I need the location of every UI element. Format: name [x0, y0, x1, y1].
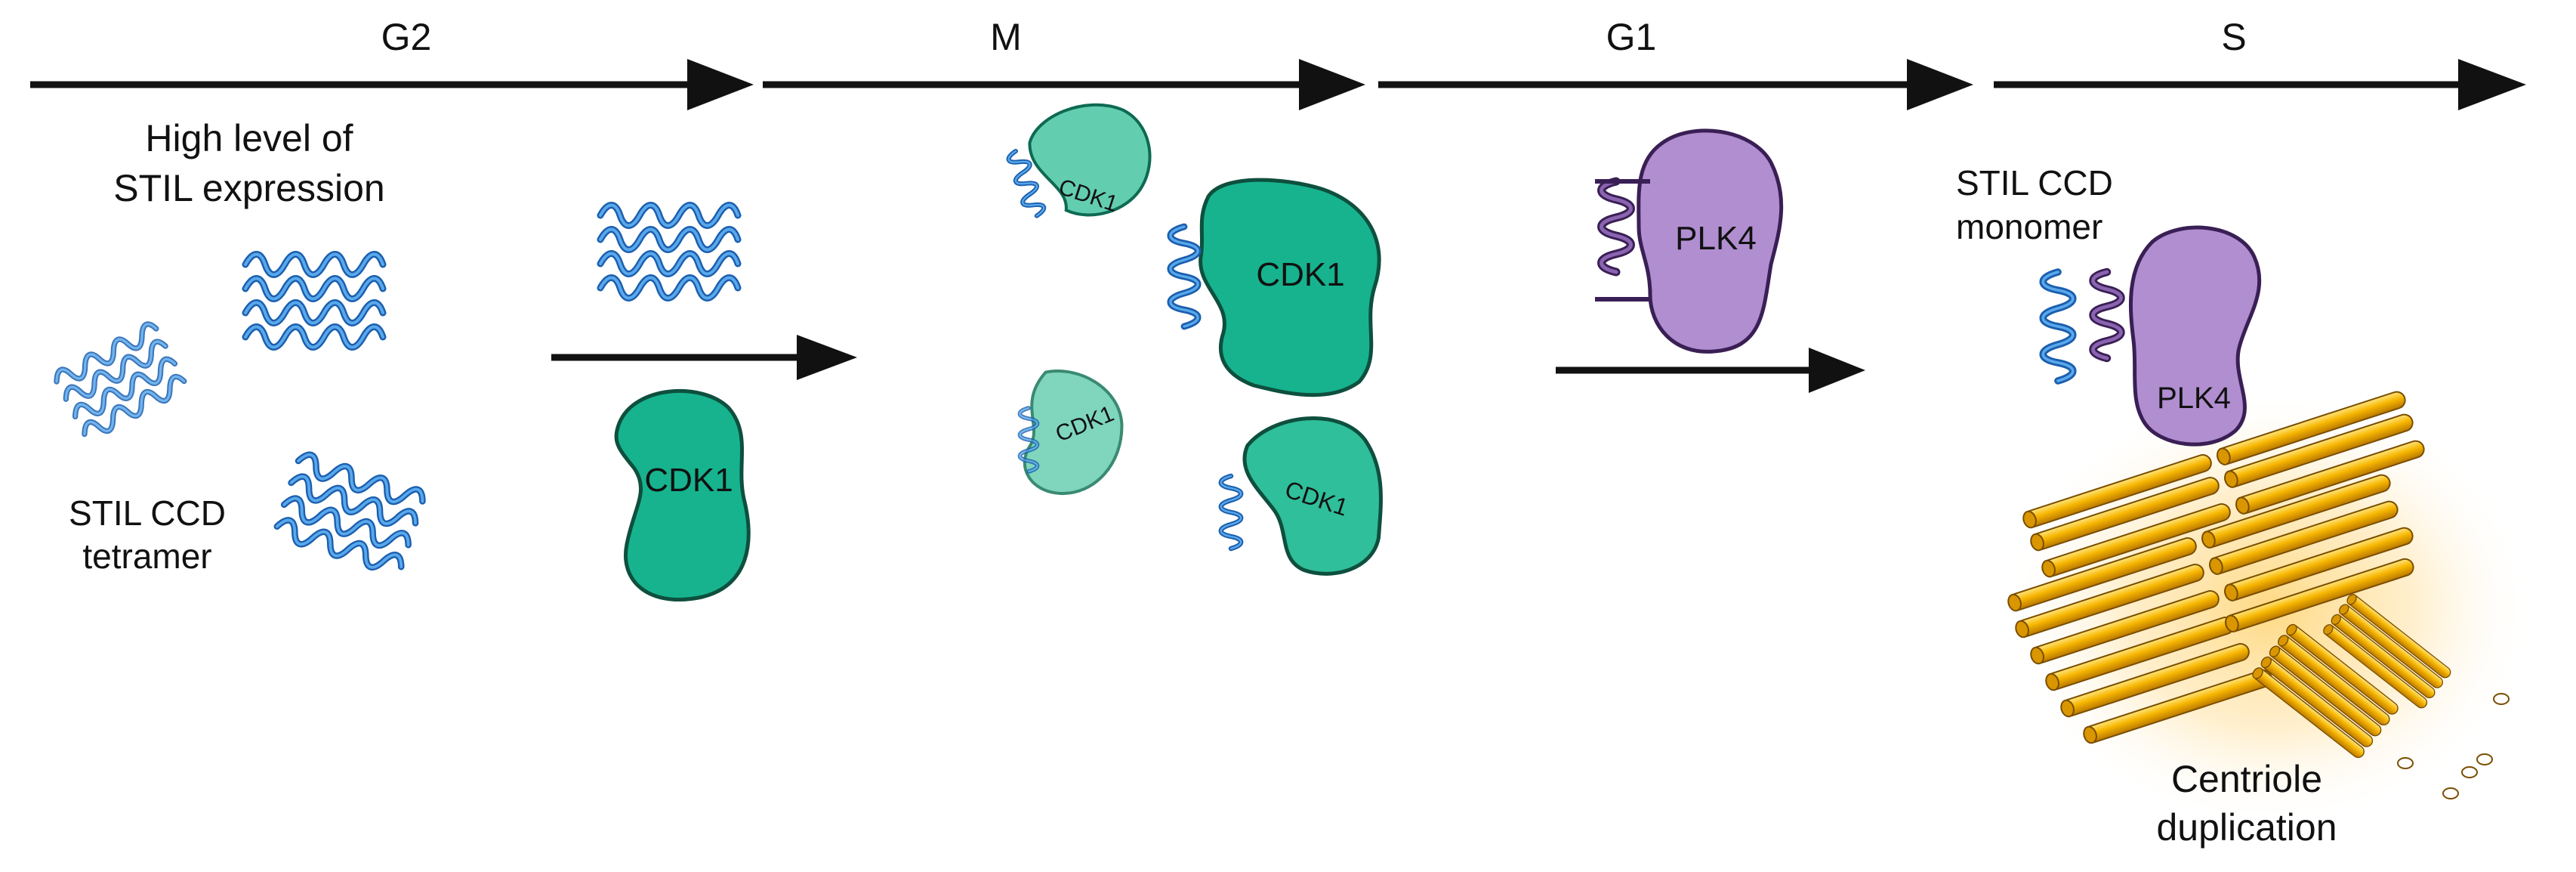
- phase-arrow-m: [763, 59, 1365, 110]
- plk4-label-s: PLK4: [2157, 382, 2231, 415]
- phase-label-g1: G1: [1606, 16, 1657, 58]
- cdk1-free: CDK1: [614, 388, 751, 601]
- cdk1-label-2: CDK1: [1256, 256, 1344, 293]
- phase-arrow-g1: [1378, 59, 1973, 110]
- stil-cdk1-complex-1: CDK1: [1007, 103, 1152, 230]
- tetramer-label-line1: STIL CCD: [69, 493, 226, 533]
- stil-tetramer-left: [53, 321, 188, 441]
- phase-label-m: M: [990, 16, 1022, 58]
- phase-label-g2: G2: [381, 16, 432, 58]
- stil-tetramer-transition: [600, 206, 738, 298]
- stil-cdk1-complex-4: CDK1: [1221, 416, 1383, 576]
- transition-arrow-2: [1556, 348, 1865, 393]
- tetramer-label-line2: tetramer: [82, 536, 211, 576]
- centriole-bundle: [2005, 388, 2510, 799]
- high-expression-label-line2: STIL expression: [113, 167, 384, 209]
- monomer-label-line2: monomer: [1956, 207, 2102, 246]
- stil-plk4-complex: PLK4: [2043, 225, 2262, 447]
- stil-cdk1-complex-2: CDK1: [1171, 178, 1381, 397]
- phase-arrow-s: [1994, 59, 2526, 110]
- plk4-label-g1: PLK4: [1675, 220, 1757, 257]
- plk4-g1: PLK4: [1595, 128, 1784, 354]
- cdk1-free-label: CDK1: [644, 462, 733, 499]
- stil-tetramer-top: [245, 255, 383, 348]
- phase-arrow-g2: [30, 59, 754, 110]
- stil-tetramer-bottom: [274, 452, 426, 577]
- centriole-label-line1: Centriole: [2171, 758, 2322, 800]
- stil-cdk1-complex-3: CDK1: [1010, 370, 1124, 496]
- centriole-label-line2: duplication: [2156, 806, 2337, 849]
- phase-label-s: S: [2221, 16, 2246, 58]
- high-expression-label-line1: High level of: [145, 117, 353, 159]
- transition-arrow-1: [551, 335, 857, 380]
- monomer-label-line1: STIL CCD: [1956, 163, 2113, 203]
